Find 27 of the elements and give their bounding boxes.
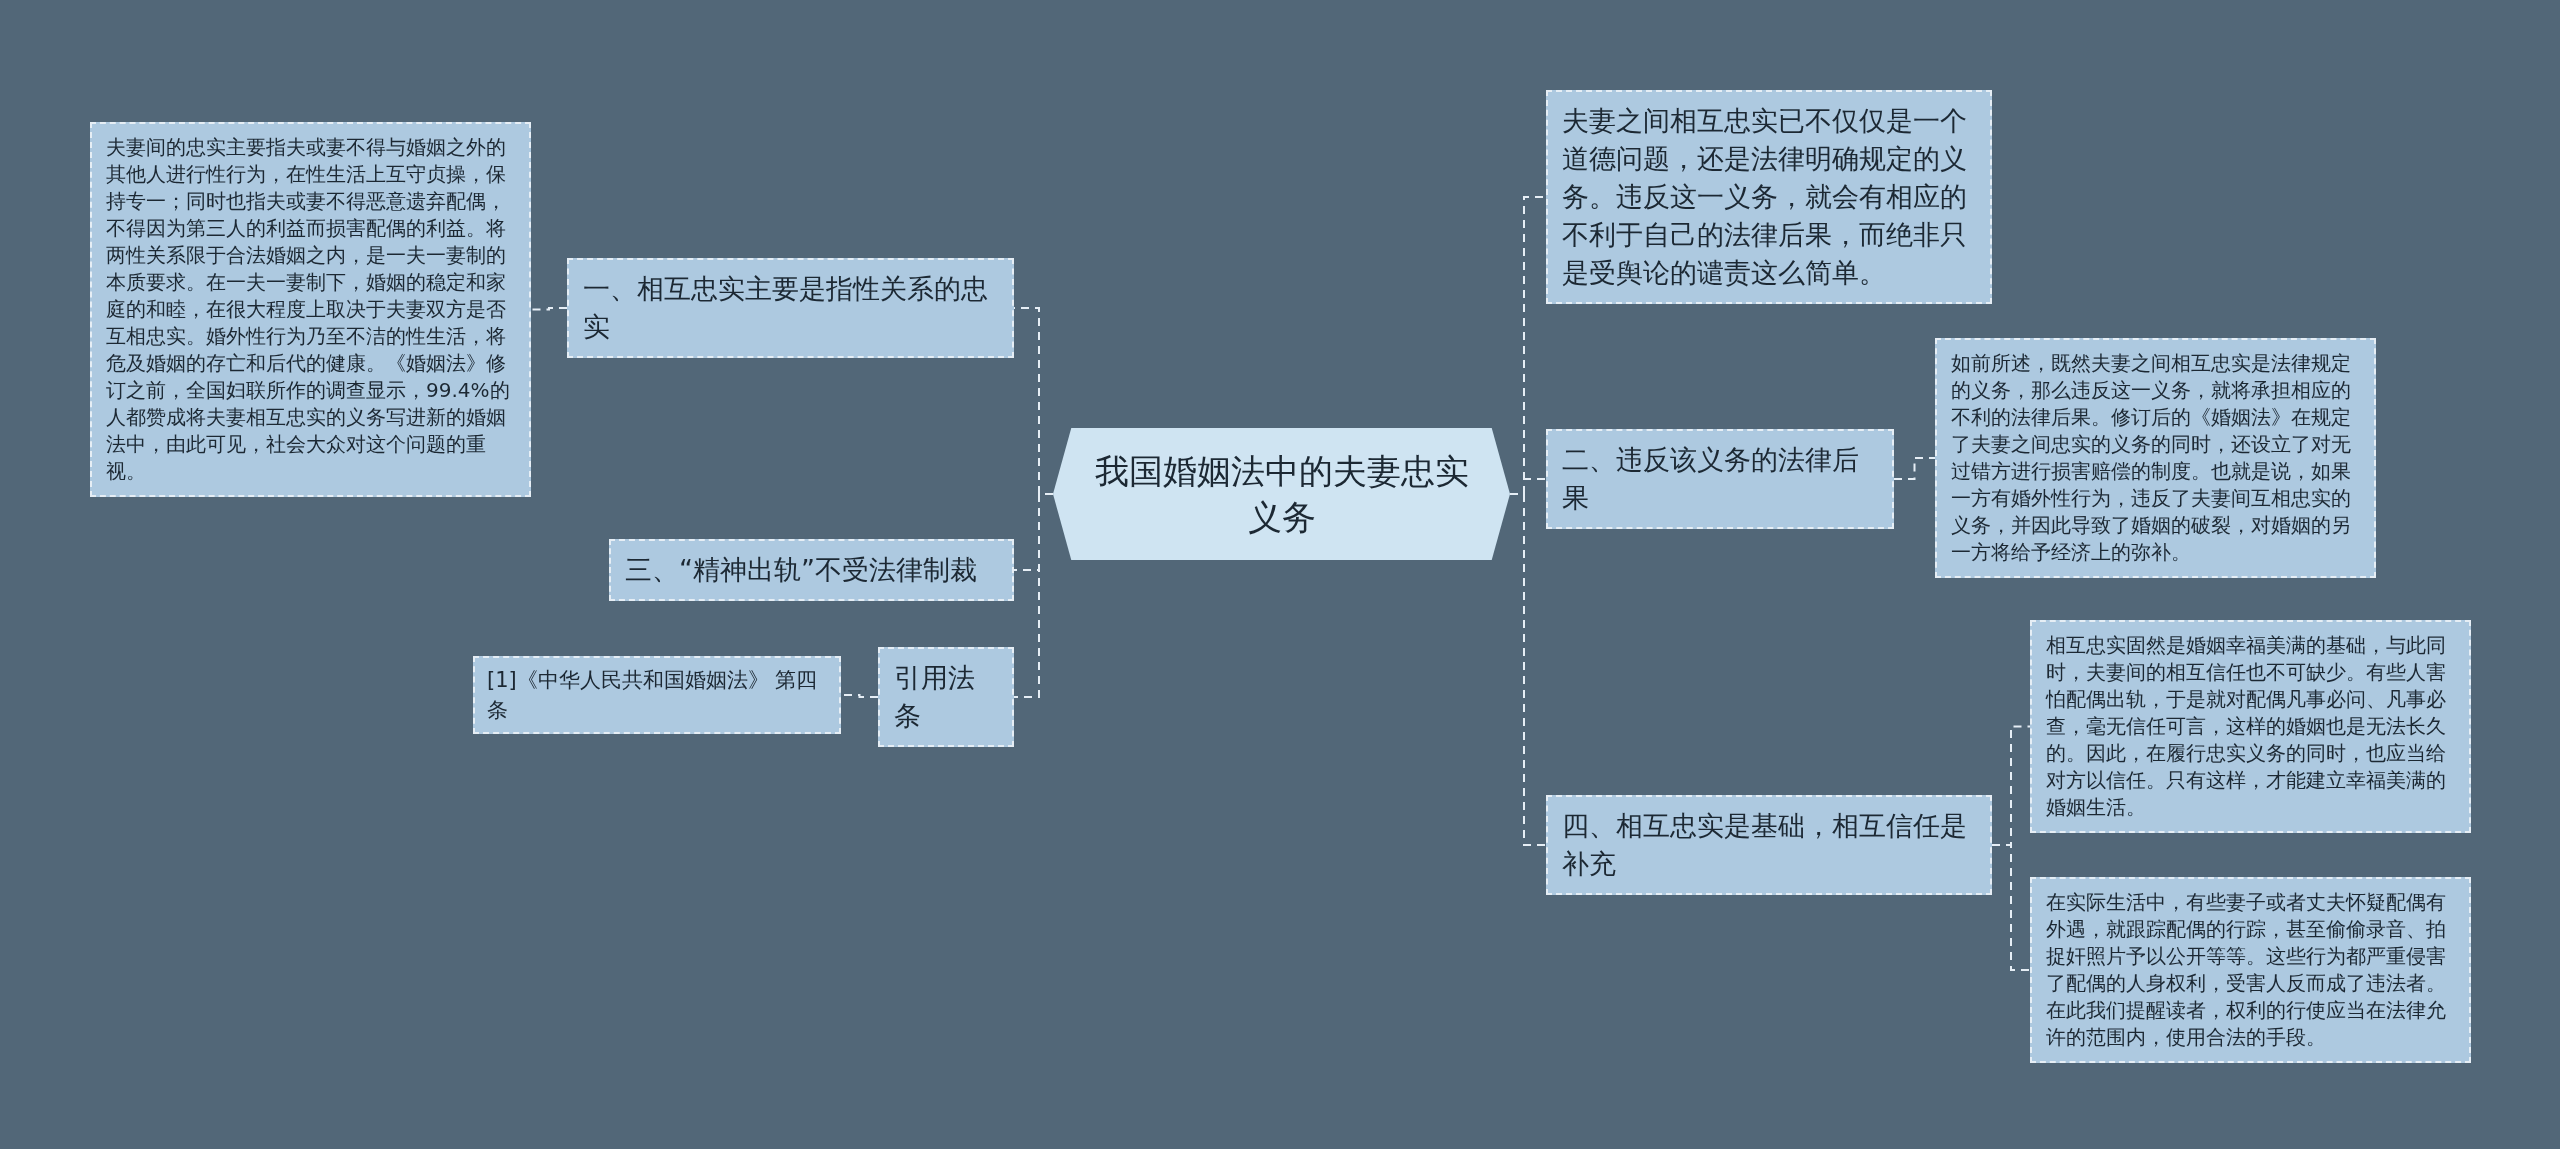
central-topic-hexagon	[1053, 428, 1510, 560]
node-text: 在实际生活中，有些妻子或者丈夫怀疑配偶有外遇，就跟踪配偶的行踪，甚至偷偷录音、拍捉奸照片予以公开等等。这些行为都严重侵害了配偶的人身权利，受害人反而成了违法者。在此我们提醒读者，权利的行使应当在法律允许的范围内，使用合法的手段。	[2046, 889, 2447, 1051]
topic-box	[1546, 90, 1992, 304]
node-text: 二、违反该义务的法律后果	[1562, 443, 1860, 515]
note-box	[2030, 877, 2471, 1063]
connector-line	[1013, 493, 1054, 698]
topic-box	[567, 258, 1014, 358]
topic-box	[1546, 429, 1894, 529]
node-text: 四、相互忠实是基础，相互信任是补充	[1562, 809, 1968, 881]
topic-box	[609, 539, 1014, 601]
connector-line	[530, 307, 568, 311]
node-text: 相互忠实固然是婚姻幸福美满的基础，与此同时，夫妻间的相互信任也不可缺少。有些人害怕配偶出轨，于是就对配偶凡事必问、凡事必查，毫无信任可言，这样的婚姻也是无法长久的。因此，在履行忠实义务的同时，也应当给对方以信任。只有这样，才能建立幸福美满的婚姻生活。	[2046, 632, 2447, 821]
citation-box	[473, 656, 841, 734]
note-box	[1935, 338, 2376, 578]
note-box	[2030, 620, 2471, 833]
node-text: 引用法条	[894, 661, 976, 733]
node-text: 夫妻之间相互忠实已不仅仅是一个道德问题，还是法律明确规定的义务。违反这一义务，就会有相应的不利于自己的法律后果，而绝非只是受舆论的谴责这么简单。	[1562, 104, 1968, 290]
connector-line	[1893, 457, 1936, 480]
topic-box	[1546, 795, 1992, 895]
node-text: 三、“精神出轨”不受法律制裁	[625, 553, 978, 587]
node-text: 如前所述，既然夫妻之间相互忠实是法律规定的义务，那么违反这一义务，就将承担相应的不利的法律后果。修订后的《婚姻法》在规定了夫妻之间忠实的义务的同时，还设立了对无过错方进行损害赔偿的制度。也就是说，如果一方有婚外性行为，违反了夫妻间互相忠实的义务，并因此导致了婚姻的破裂，对婚姻的另一方将给予经济上的弥补。	[1951, 350, 2352, 566]
node-text: 我国婚姻法中的夫妻忠实义务	[1093, 450, 1470, 539]
node-text: 一、相互忠实主要是指性关系的忠实	[583, 272, 989, 344]
connector-line	[1991, 844, 2031, 971]
topic-box	[878, 647, 1014, 747]
node-text: 夫妻间的忠实主要指夫或妻不得与婚姻之外的其他人进行性行为，在性生活上互守贞操，保持专一；同时也指夫或妻不得恶意遗弃配偶，不得因为第三人的利益而损害配偶的利益。将两性关系限于合法婚姻之内，是一夫一妻制的本质要求。在一夫一妻制下，婚姻的稳定和家庭的和睦，在很大程度上取决于夫妻双方是否互相忠实。婚外性行为乃至不洁的性生活，将危及婚姻的存亡和后代的健康。《婚姻法》修订之前，全国妇联所作的调查显示，99.4%的人都赞成将夫妻相互忠实的义务写进新的婚姻法中，由此可见，社会大众对这个问题的重视。	[106, 134, 511, 485]
node-text: [1]《中华人民共和国婚姻法》 第四条	[487, 667, 819, 724]
